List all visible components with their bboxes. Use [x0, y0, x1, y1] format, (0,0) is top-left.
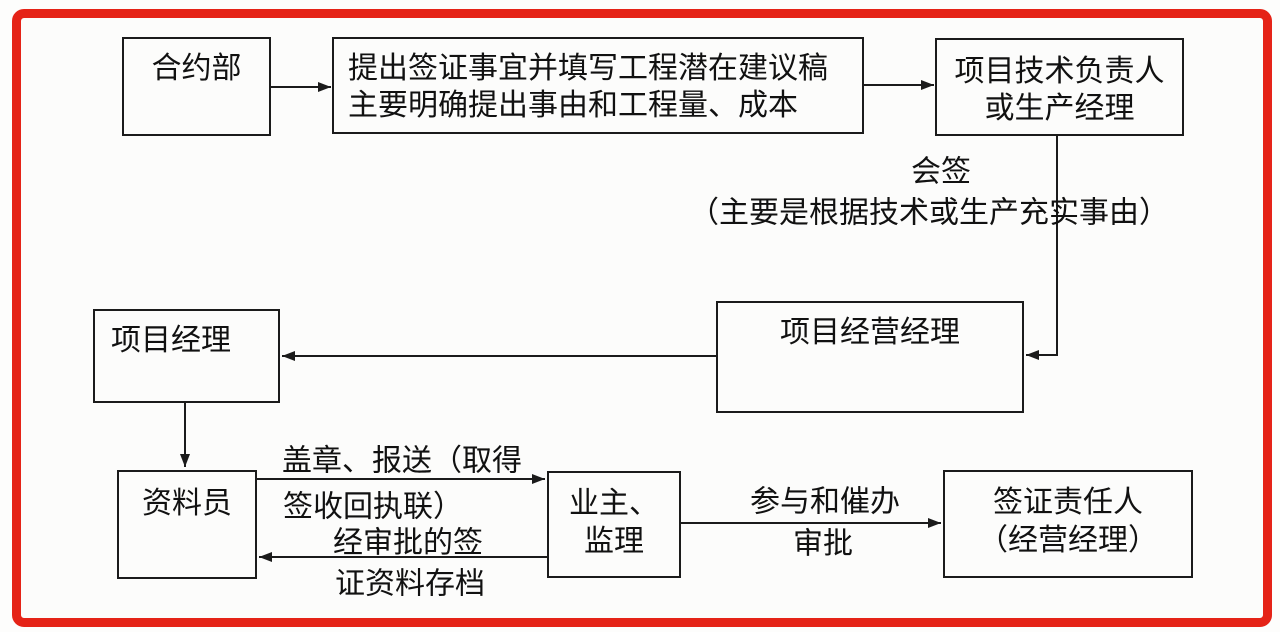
node-tech-lead: 项目技术负责人 或生产经理	[935, 38, 1184, 136]
node-visa-responsible: 签证责任人 （经营经理）	[943, 470, 1193, 578]
node-operations-manager-label: 项目经营经理	[780, 315, 960, 350]
label-archive-line1: 经审批的签	[333, 525, 483, 561]
label-stamp-submit-line2: 签收回执联）	[283, 489, 463, 525]
node-document-clerk: 资料员	[117, 470, 257, 579]
node-project-manager-label: 项目经理	[111, 323, 231, 358]
label-urge-line2: 审批	[793, 526, 853, 562]
label-countersign: 会签	[911, 154, 971, 190]
node-owner-supervisor: 业主、 监理	[547, 471, 681, 578]
node-contract-dept-label: 合约部	[151, 51, 242, 86]
node-visa-responsible-line1: 签证责任人	[993, 485, 1143, 520]
label-stamp-submit-line1: 盖章、报送（取得	[282, 443, 522, 479]
label-urge-line1: 参与和催办	[750, 484, 900, 520]
red-frame-border	[12, 9, 1272, 627]
node-proposal-line2: 主要明确提出事由和工程量、成本	[348, 88, 798, 123]
label-archive-line2: 证资料存档	[335, 566, 485, 602]
node-project-manager: 项目经理	[93, 309, 280, 403]
node-tech-lead-line2: 或生产经理	[984, 91, 1135, 126]
node-visa-responsible-line2: （经营经理）	[978, 523, 1158, 558]
node-tech-lead-line1: 项目技术负责人	[954, 54, 1165, 89]
node-proposal: 提出签证事宜并填写工程潜在建议稿 主要明确提出事由和工程量、成本	[332, 37, 864, 134]
node-owner-supervisor-line2: 监理	[584, 524, 644, 559]
label-countersign-note: （主要是根据技术或生产充实事由）	[689, 195, 1169, 231]
node-proposal-line1: 提出签证事宜并填写工程潜在建议稿	[348, 51, 828, 86]
node-operations-manager: 项目经营经理	[716, 301, 1024, 413]
node-document-clerk-label: 资料员	[142, 486, 232, 521]
node-owner-supervisor-line1: 业主、	[569, 486, 659, 521]
node-contract-dept: 合约部	[122, 37, 271, 136]
